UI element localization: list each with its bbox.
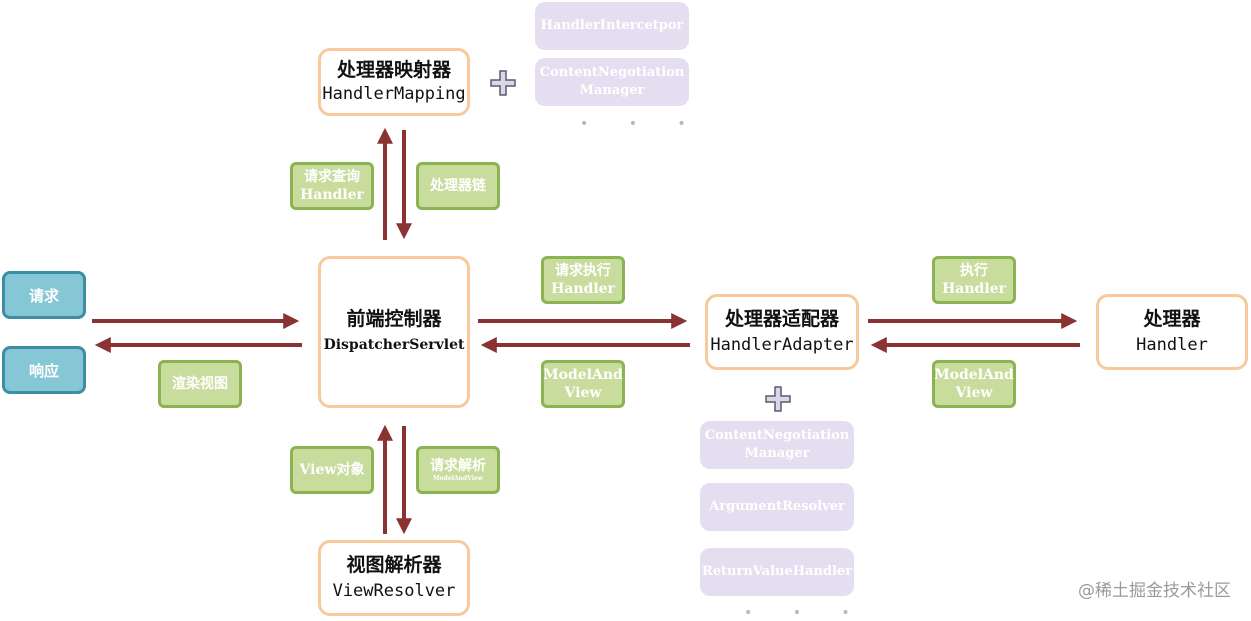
label-request-query-handler: 请求查询 Handler bbox=[290, 162, 374, 210]
request-execute-handler-text: Handler bbox=[551, 281, 615, 297]
adapter-extra-return-value-handler: ReturnValueHandler bbox=[700, 548, 854, 596]
interceptor-text: HandlerIntercetpor bbox=[540, 18, 684, 33]
view-resolver-node: 视图解析器 ViewResolver bbox=[318, 540, 470, 616]
handler-zh: 处理器 bbox=[1143, 308, 1201, 330]
request-parse-mav-text: ModelAndView bbox=[433, 475, 483, 482]
dispatcher-en: DispatcherServlet bbox=[323, 337, 465, 353]
dispatcher-zh: 前端控制器 bbox=[346, 308, 442, 330]
adapter-cn-line2: Manager bbox=[744, 446, 810, 461]
mapping-zh: 处理器映射器 bbox=[336, 59, 451, 81]
mav-right-line1: ModelAnd bbox=[934, 367, 1014, 383]
label-handler-chain: 处理器链 bbox=[416, 162, 500, 210]
resolver-zh: 视图解析器 bbox=[346, 554, 442, 576]
handler-node: 处理器 Handler bbox=[1096, 294, 1248, 370]
watermark: @稀土掘金技术社区 bbox=[1078, 581, 1231, 601]
handler-chain-text: 处理器链 bbox=[430, 178, 486, 194]
handler-mapping-node: 处理器映射器 HandlerMapping bbox=[318, 48, 470, 116]
label-execute-handler: 执行 Handler bbox=[932, 256, 1016, 304]
mav-right-line2: View bbox=[955, 385, 993, 401]
mapping-extra-interceptor: HandlerIntercetpor bbox=[535, 2, 689, 50]
label-view-object: View对象 bbox=[290, 446, 374, 494]
adapter-extra-argument-resolver: ArgumentResolver bbox=[700, 483, 854, 531]
view-object-text: View对象 bbox=[299, 462, 365, 478]
mapping-cn-line1: ContentNegotiation bbox=[539, 65, 685, 80]
label-render-view: 渲染视图 bbox=[158, 360, 242, 408]
adapter-extra-content-negotiation: ContentNegotiation Manager bbox=[700, 421, 854, 469]
mapping-en: HandlerMapping bbox=[322, 84, 466, 104]
execute-text: 执行 bbox=[960, 263, 988, 279]
label-request-execute-handler: 请求执行 Handler bbox=[541, 256, 625, 304]
return-value-handler-text: ReturnValueHandler bbox=[701, 564, 853, 579]
execute-handler-text: Handler bbox=[942, 281, 1006, 297]
label-modelandview-left: ModelAnd View bbox=[541, 360, 625, 408]
argument-resolver-text: ArgumentResolver bbox=[709, 499, 845, 514]
plus-icon-adapter bbox=[765, 386, 791, 412]
mav-left-line2: View bbox=[564, 385, 602, 401]
plus-icon-mapping bbox=[490, 70, 516, 96]
response-label: 响应 bbox=[28, 361, 59, 380]
request-node: 请求 bbox=[2, 271, 86, 319]
adapter-en: HandlerAdapter bbox=[710, 335, 854, 355]
mapping-ellipsis: • • • bbox=[580, 116, 704, 132]
adapter-cn-line1: ContentNegotiation bbox=[704, 428, 850, 443]
request-query-handler-text: Handler bbox=[300, 187, 364, 203]
label-modelandview-right: ModelAnd View bbox=[932, 360, 1016, 408]
mapping-extra-content-negotiation: ContentNegotiation Manager bbox=[535, 58, 689, 106]
request-execute-text: 请求执行 bbox=[555, 263, 611, 279]
adapter-ellipsis: • • • bbox=[744, 605, 868, 621]
render-view-text: 渲染视图 bbox=[172, 376, 228, 392]
request-parse-text: 请求解析 bbox=[430, 458, 486, 474]
adapter-zh: 处理器适配器 bbox=[724, 308, 839, 330]
mapping-cn-line2: Manager bbox=[579, 83, 645, 98]
request-query-text: 请求查询 bbox=[304, 169, 360, 185]
dispatcher-servlet-node: 前端控制器 DispatcherServlet bbox=[318, 256, 470, 408]
label-request-parse: 请求解析 ModelAndView bbox=[416, 446, 500, 494]
handler-en: Handler bbox=[1136, 335, 1208, 355]
request-label: 请求 bbox=[28, 286, 59, 305]
mav-left-line1: ModelAnd bbox=[543, 367, 623, 383]
response-node: 响应 bbox=[2, 346, 86, 394]
handler-adapter-node: 处理器适配器 HandlerAdapter bbox=[705, 294, 859, 370]
resolver-en: ViewResolver bbox=[332, 581, 456, 601]
